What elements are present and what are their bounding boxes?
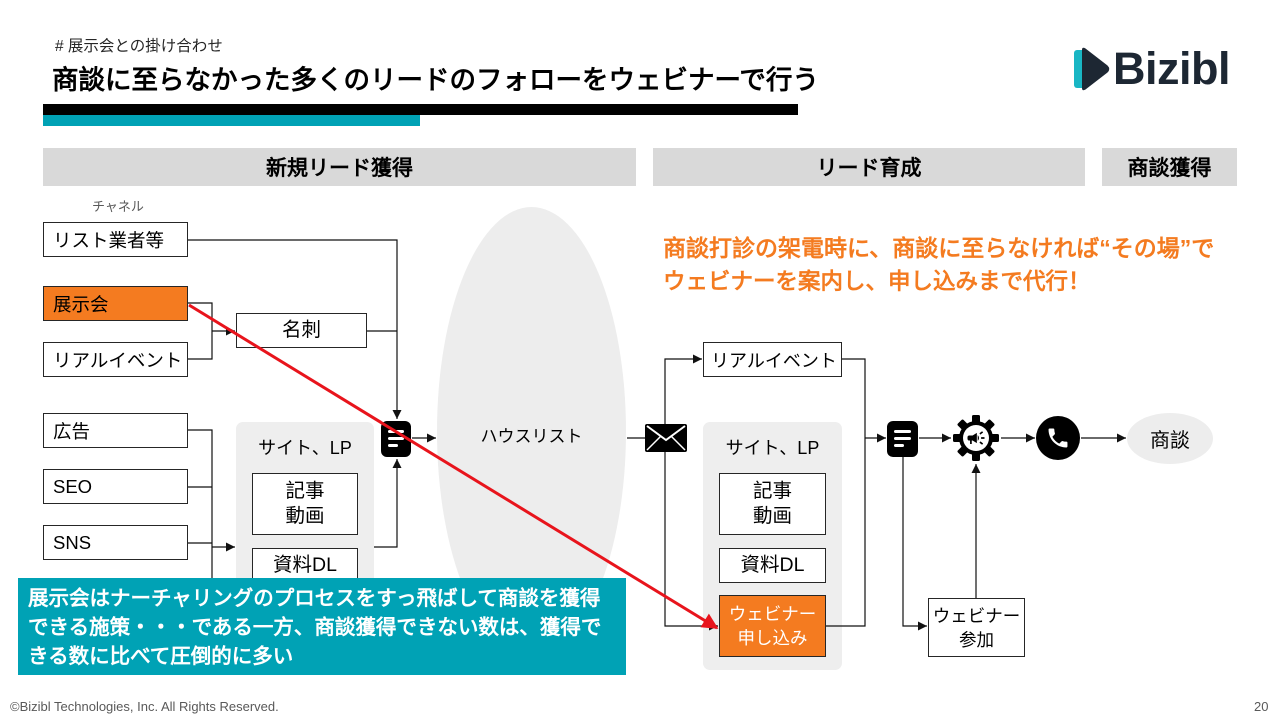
real-event-box: リアルイベント	[703, 342, 842, 377]
callout-line: ウェビナーを案内し、申し込みまで代行！	[663, 269, 1091, 294]
site-lp-panel-nurturing: サイト、LP 記事 動画 資料DL ウェビナー 申し込み	[703, 422, 842, 670]
box-line: ウェビナー	[728, 604, 817, 624]
deal-label: 商談	[1150, 430, 1190, 452]
title-rule	[43, 104, 798, 115]
channel-label: 広告	[53, 420, 91, 442]
webinar-attend-box: ウェビナー 参加	[928, 598, 1025, 657]
channel-real-event: リアルイベント	[43, 342, 188, 377]
article-video-box: 記事 動画	[252, 473, 358, 535]
note-box: 展示会はナーチャリングのプロセスをすっ飛ばして商談を獲得 できる施策・・・である…	[18, 578, 626, 675]
page-number: 20	[1254, 699, 1269, 714]
phone-icon	[1036, 416, 1080, 460]
bizibl-play-logo-icon	[1074, 47, 1110, 91]
download-label: 資料DL	[740, 554, 805, 576]
channel-label: SEO	[53, 475, 93, 497]
box-line: ウェビナー	[932, 605, 1021, 626]
article-video-box: 記事 動画	[719, 473, 826, 535]
business-card-label: 名刺	[281, 319, 321, 341]
real-event-label: リアルイベント	[711, 350, 837, 371]
section-tag: # 展示会との掛け合わせ	[55, 38, 223, 55]
channel-exhibition: 展示会	[43, 286, 188, 321]
channel-ads: 広告	[43, 413, 188, 448]
bizibl-logo: Bizibl	[1073, 44, 1238, 94]
document-icon	[381, 421, 411, 457]
download-box: 資料DL	[719, 548, 826, 583]
connector-email-to-real-event	[664, 354, 702, 424]
box-line: 記事	[285, 480, 325, 502]
footer-copyright: ©Bizibl Technologies, Inc. All Rights Re…	[10, 699, 279, 714]
title-rule-accent	[43, 115, 420, 126]
document-icon	[887, 421, 918, 457]
site-lp-panel-acquisition: サイト、LP 記事 動画 資料DL	[236, 422, 374, 594]
webinar-signup-box: ウェビナー 申し込み	[719, 595, 826, 657]
gear-megaphone-icon	[953, 415, 999, 461]
connector-site-panel-to-lead-form	[374, 459, 402, 548]
channel-list-vendor: リスト業者等	[43, 222, 188, 257]
channel-seo: SEO	[43, 469, 188, 504]
deal-ellipse: 商談	[1127, 413, 1213, 464]
channel-heading: チャネル	[92, 199, 144, 214]
callout-text: 商談打診の架電時に、商談に至らなければ“その場”で ウェビナーを案内し、申し込み…	[663, 231, 1214, 299]
connector-events-merge	[188, 302, 213, 360]
channel-label: SNS	[53, 531, 92, 553]
channel-label: リアルイベント	[53, 349, 183, 371]
box-line: 申し込み	[737, 628, 808, 648]
panel-title: サイト、LP	[725, 438, 820, 458]
logo-wordmark: Bizibl	[1113, 43, 1231, 94]
box-line: 動画	[752, 505, 792, 527]
callout-line: 商談打診の架電時に、商談に至らなければ“その場”で	[663, 235, 1215, 261]
phase-header-nurturing: リード育成	[653, 148, 1085, 186]
business-card-box: 名刺	[236, 313, 367, 348]
channel-label: 展示会	[53, 293, 109, 315]
panel-title: サイト、LP	[258, 438, 352, 458]
envelope-icon	[645, 424, 687, 452]
note-line: 展示会はナーチャリングのプロセスをすっ飛ばして商談を獲得	[28, 587, 601, 610]
box-line: 動画	[285, 505, 325, 527]
box-line: 記事	[752, 480, 792, 502]
note-line: きる数に比べて圧倒的に多い	[28, 645, 294, 668]
box-line: 参加	[959, 629, 994, 650]
page-title: 商談に至らなかった多くのリードのフォローをウェビナーで行う	[52, 65, 819, 95]
connector-digital-merge	[188, 429, 213, 586]
phase-header-deal: 商談獲得	[1102, 148, 1237, 186]
phase-label: リード育成	[816, 157, 922, 180]
channel-sns: SNS	[43, 525, 188, 560]
channel-label: リスト業者等	[53, 229, 165, 251]
house-list-label: ハウスリスト	[480, 427, 583, 446]
phase-header-acquisition: 新規リード獲得	[43, 148, 636, 186]
phase-label: 商談獲得	[1127, 157, 1212, 180]
download-label: 資料DL	[273, 554, 337, 576]
note-line: できる施策・・・である一方、商談獲得できない数は、獲得で	[28, 616, 602, 639]
connector-lead-form-2-to-attend	[902, 457, 927, 631]
phase-label: 新規リード獲得	[266, 157, 413, 180]
